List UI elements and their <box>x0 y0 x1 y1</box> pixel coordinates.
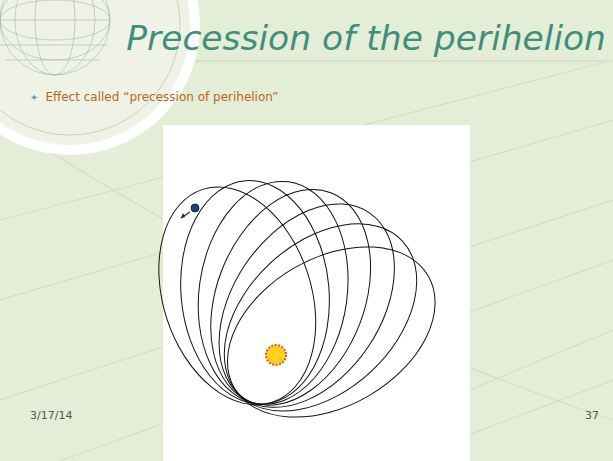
sun-symbol <box>266 345 286 365</box>
bullet-text: Effect called “precession of perihelion” <box>30 90 278 104</box>
slide-title: Precession of the perihelion <box>126 18 606 58</box>
orbit-figure-panel <box>163 125 470 461</box>
slide-date: 3/17/14 <box>30 409 72 422</box>
planet-marker <box>181 204 199 218</box>
slide-number: 37 <box>585 409 599 422</box>
precessing-orbits <box>132 166 465 452</box>
